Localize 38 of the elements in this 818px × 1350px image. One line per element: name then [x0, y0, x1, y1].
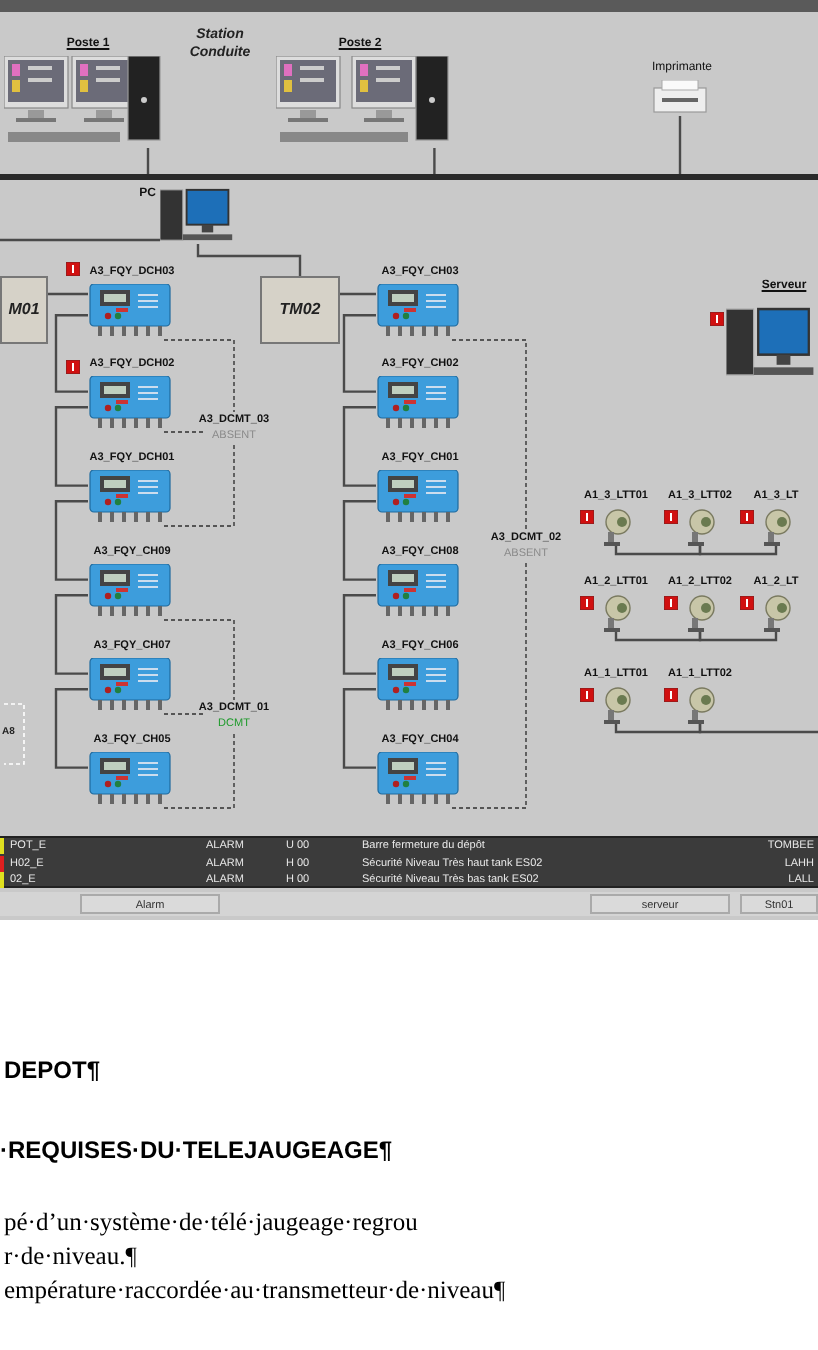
dashed-connector: [451, 339, 527, 531]
connector-line: [340, 292, 376, 296]
connector-line: [614, 724, 702, 734]
connector-line: [48, 292, 88, 296]
connector-line: [342, 406, 376, 487]
dashed-connector: [163, 713, 205, 715]
connector-line: [614, 632, 702, 642]
connector-line: [146, 148, 150, 174]
dashed-connector: [163, 339, 235, 413]
connector-line: [54, 314, 88, 393]
connector-line: [433, 148, 436, 174]
body-text-line: pé·d’un·système·de·télé·jaugeage·regrou: [4, 1206, 418, 1238]
body-text-line: r·de·niveau.¶: [4, 1240, 137, 1272]
dashed-connector: [451, 561, 527, 809]
connector-line: [54, 594, 88, 675]
connector-line: [698, 546, 778, 556]
body-text-line: empérature·raccordée·au·transmetteur·de·niveau¶: [4, 1274, 506, 1306]
connector-line: [698, 632, 778, 642]
connector-line: [342, 594, 376, 675]
connector-line: [196, 244, 302, 276]
connector-line: [678, 116, 682, 174]
dashed-connector: [163, 443, 235, 527]
connector-line: [54, 500, 88, 581]
dashed-connector: [163, 431, 205, 433]
connector-line: [0, 238, 160, 242]
dashed-connector: [163, 731, 235, 809]
terminal-box: M01: [0, 276, 48, 344]
section-heading: ·REQUISES·DU·TELEJAUGEAGE¶: [0, 1134, 393, 1168]
dashed-connector: [163, 619, 235, 701]
section-heading: DEPOT¶: [4, 1054, 101, 1088]
terminal-box: TM02: [260, 276, 340, 344]
connector-line: [342, 688, 376, 769]
connector-line: [698, 724, 818, 734]
connector-line: [614, 546, 702, 556]
connector-line: [342, 314, 376, 393]
connector-line: [342, 500, 376, 581]
connector-line: [54, 688, 88, 769]
connector-line: [54, 406, 88, 487]
